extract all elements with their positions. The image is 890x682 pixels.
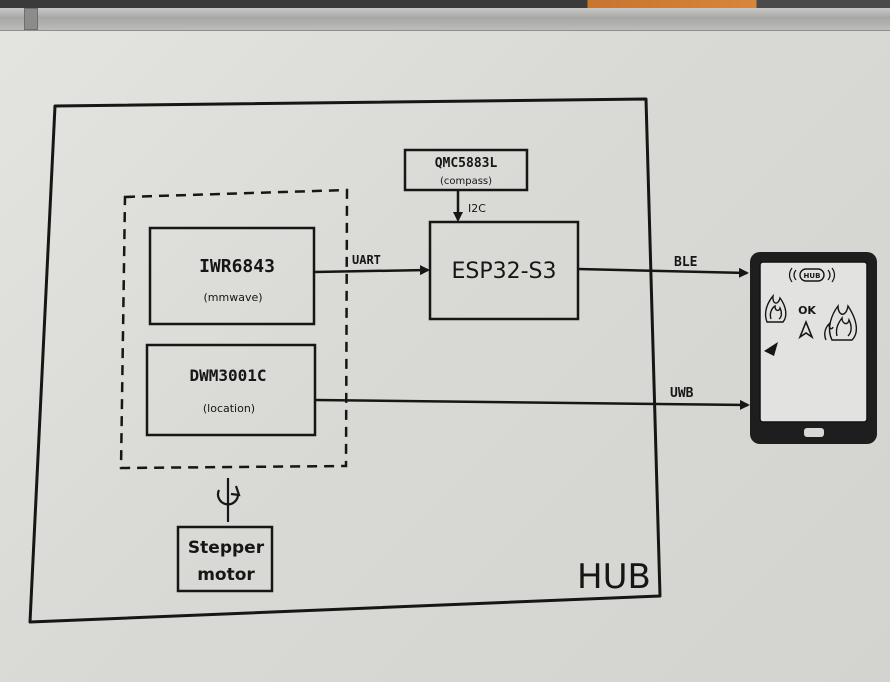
stepper-motor-line2: motor [197,565,255,585]
uart-arrow [313,265,430,276]
compass-box [403,148,529,192]
ble-label: BLE [674,255,697,270]
fire-icon-left [764,293,787,323]
mcu-node: ESP32-S3 [428,220,580,321]
uwb-module-node: DWM3001C (location) [145,343,317,437]
signal-waves-icon [788,267,836,283]
user-position-icon [798,319,814,340]
mcu-box [428,220,580,321]
compass-node: QMC5883L (compass) [403,148,529,192]
direction-pointer-icon [764,342,778,356]
stepper-motor-node: Stepper motor [176,525,274,593]
phone-hub-badge-text: HUB [804,272,821,280]
rail-clip [24,8,38,30]
uwb-label: UWB [670,386,694,401]
phone-center-text: OK [798,304,816,317]
radar-title: IWR6843 [199,256,275,277]
phone: HUB OK [750,252,877,444]
i2c-label: I2C [468,202,486,215]
rotation-icon [216,478,241,522]
mcu-title: ESP32-S3 [451,259,556,284]
uart-label: UART [352,253,381,267]
compass-subtitle: (compass) [440,176,492,187]
radar-box [148,226,316,326]
phone-home-button [804,428,824,437]
uwb-arrow [314,398,750,410]
hub-frame [28,97,662,624]
phone-screen [759,261,868,423]
fire-icon-right [824,303,858,341]
stepper-motor-line1: Stepper [188,538,265,558]
radar-subtitle: (mmwave) [203,291,262,304]
hub-label: HUB [577,557,651,597]
sensor-group-dashed-box [119,188,349,470]
compass-title: QMC5883L [435,156,498,171]
phone-hub-badge [799,268,825,282]
marker-tray-rail [0,8,890,31]
uwb-module-subtitle: (location) [203,402,255,415]
uwb-module-title: DWM3001C [189,366,266,385]
ble-arrow [577,267,749,278]
uwb-module-box [145,343,317,437]
radar-node: IWR6843 (mmwave) [148,226,316,326]
stepper-motor-box [176,525,274,593]
